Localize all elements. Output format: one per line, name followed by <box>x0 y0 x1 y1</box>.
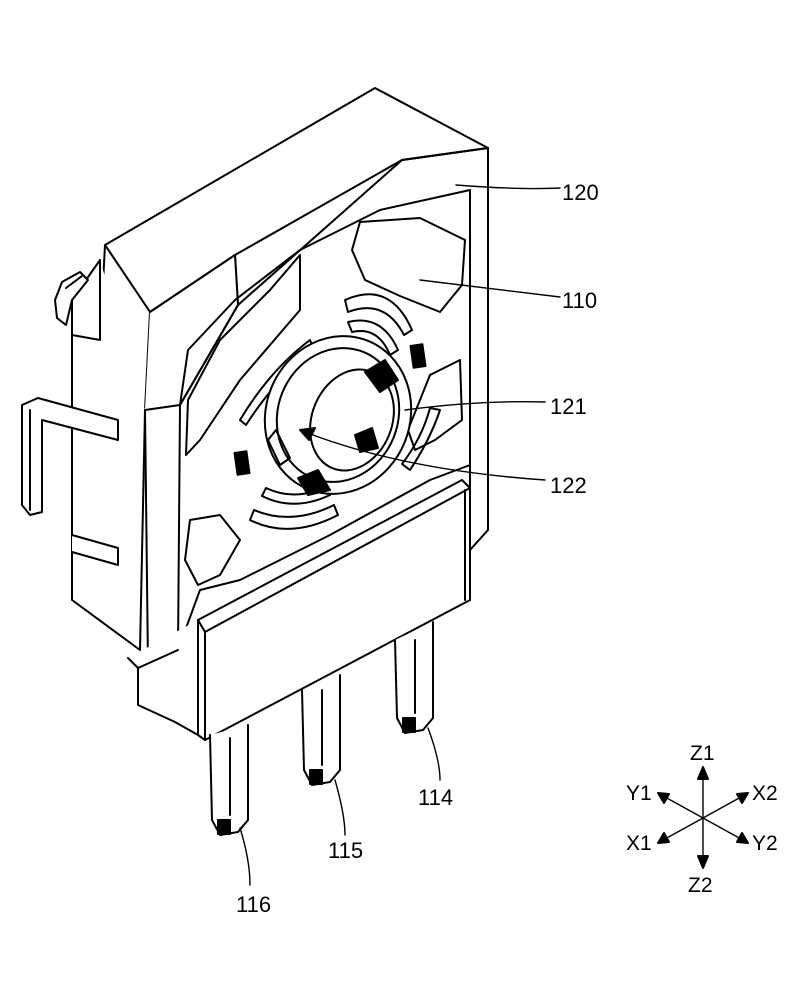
axis-x1: X1 <box>626 832 652 855</box>
label-116: 116 <box>236 892 271 917</box>
y1-arrowhead <box>658 793 669 803</box>
terminal-116 <box>210 725 248 835</box>
z1-arrowhead <box>698 767 708 779</box>
axis-indicator <box>658 767 748 868</box>
x1-arrowhead <box>658 833 669 843</box>
label-110: 110 <box>562 288 597 313</box>
y2-arrowhead <box>737 833 748 843</box>
x2-arrowhead <box>737 793 748 803</box>
label-121: 121 <box>550 394 587 419</box>
terminal-114 <box>395 622 433 733</box>
label-114: 114 <box>418 785 453 810</box>
axis-x2: X2 <box>752 782 778 805</box>
axis-y1: Y1 <box>626 782 652 805</box>
label-122: 122 <box>550 473 587 498</box>
label-120: 120 <box>562 180 599 205</box>
label-115: 115 <box>328 838 363 863</box>
axis-z2: Z2 <box>688 874 713 897</box>
terminal-115 <box>302 675 340 785</box>
axis-y2: Y2 <box>752 832 778 855</box>
z2-arrowhead <box>698 856 708 868</box>
axis-z1: Z1 <box>690 742 715 765</box>
